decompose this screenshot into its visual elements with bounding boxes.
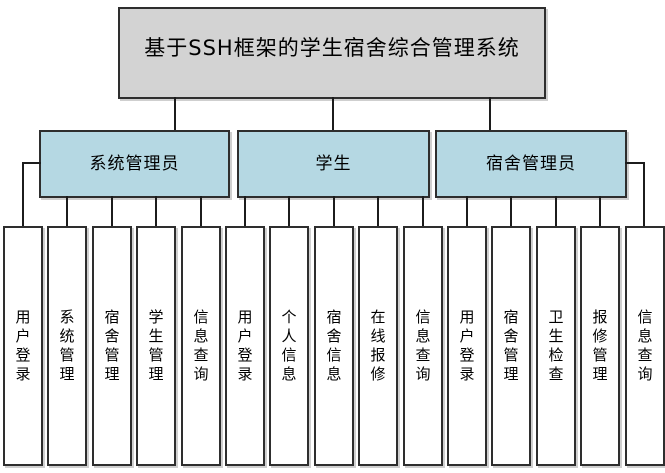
leaf-node: 报修管理 xyxy=(580,226,620,466)
leaf-label: 信息查询 xyxy=(415,308,431,383)
leaf-label: 用户登录 xyxy=(237,308,253,383)
leaf-label: 系统管理 xyxy=(59,308,75,383)
leaf-label: 卫生检查 xyxy=(548,308,564,383)
role-node-system-admin: 系统管理员 xyxy=(39,130,230,198)
connector-role2-leaf1 xyxy=(510,196,512,228)
connector-role0-leaf4 xyxy=(200,196,202,228)
connector-role2-leaf3 xyxy=(599,196,601,228)
connector-role2-leaf0 xyxy=(466,196,468,228)
connector-role1-leaf3 xyxy=(377,196,379,228)
connector-role0-leaf2 xyxy=(111,196,113,228)
connector-role0-leaf1 xyxy=(66,196,68,228)
leaf-label: 报修管理 xyxy=(592,308,608,383)
leaf-node: 信息查询 xyxy=(403,226,443,466)
leaf-node: 卫生检查 xyxy=(536,226,576,466)
leaf-node: 宿舍信息 xyxy=(314,226,354,466)
role-node-student: 学生 xyxy=(237,130,430,198)
leaf-node: 用户登录 xyxy=(447,226,487,466)
connector-role1-leaf2 xyxy=(333,196,335,228)
leaf-node: 信息查询 xyxy=(625,226,665,466)
leaf-node: 信息查询 xyxy=(181,226,221,466)
connector-root-to-role-2 xyxy=(489,97,491,132)
connector-elbow-left-vertical xyxy=(22,162,24,228)
connector-root-to-role-1 xyxy=(332,97,334,132)
connector-elbow-left-horizontal xyxy=(22,162,41,164)
leaf-node: 宿舍管理 xyxy=(491,226,531,466)
leaf-node: 用户登录 xyxy=(3,226,43,466)
connector-elbow-right-vertical xyxy=(643,162,645,228)
connector-root-to-role-0 xyxy=(174,97,176,132)
leaf-label: 用户登录 xyxy=(15,308,31,383)
leaf-label: 宿舍信息 xyxy=(326,308,342,383)
leaf-label: 在线报修 xyxy=(370,308,386,383)
leaf-label: 信息查询 xyxy=(637,308,653,383)
leaf-label: 信息查询 xyxy=(193,308,209,383)
leaf-node: 个人信息 xyxy=(269,226,309,466)
leaf-label: 宿舍管理 xyxy=(503,308,519,383)
leaf-node: 学生管理 xyxy=(136,226,176,466)
leaf-label: 用户登录 xyxy=(459,308,475,383)
connector-role0-leaf3 xyxy=(155,196,157,228)
connector-role2-leaf2 xyxy=(555,196,557,228)
leaf-node: 用户登录 xyxy=(225,226,265,466)
connector-role1-leaf1 xyxy=(288,196,290,228)
root-node: 基于SSH框架的学生宿舍综合管理系统 xyxy=(118,7,546,99)
connector-role1-leaf0 xyxy=(244,196,246,228)
leaf-node: 宿舍管理 xyxy=(92,226,132,466)
leaf-label: 宿舍管理 xyxy=(104,308,120,383)
connector-role1-leaf4 xyxy=(422,196,424,228)
leaf-label: 学生管理 xyxy=(148,308,164,383)
leaf-label: 个人信息 xyxy=(281,308,297,383)
connector-elbow-right-horizontal xyxy=(625,162,645,164)
leaf-node: 在线报修 xyxy=(358,226,398,466)
role-node-dorm-admin: 宿舍管理员 xyxy=(435,130,627,198)
leaf-node: 系统管理 xyxy=(47,226,87,466)
